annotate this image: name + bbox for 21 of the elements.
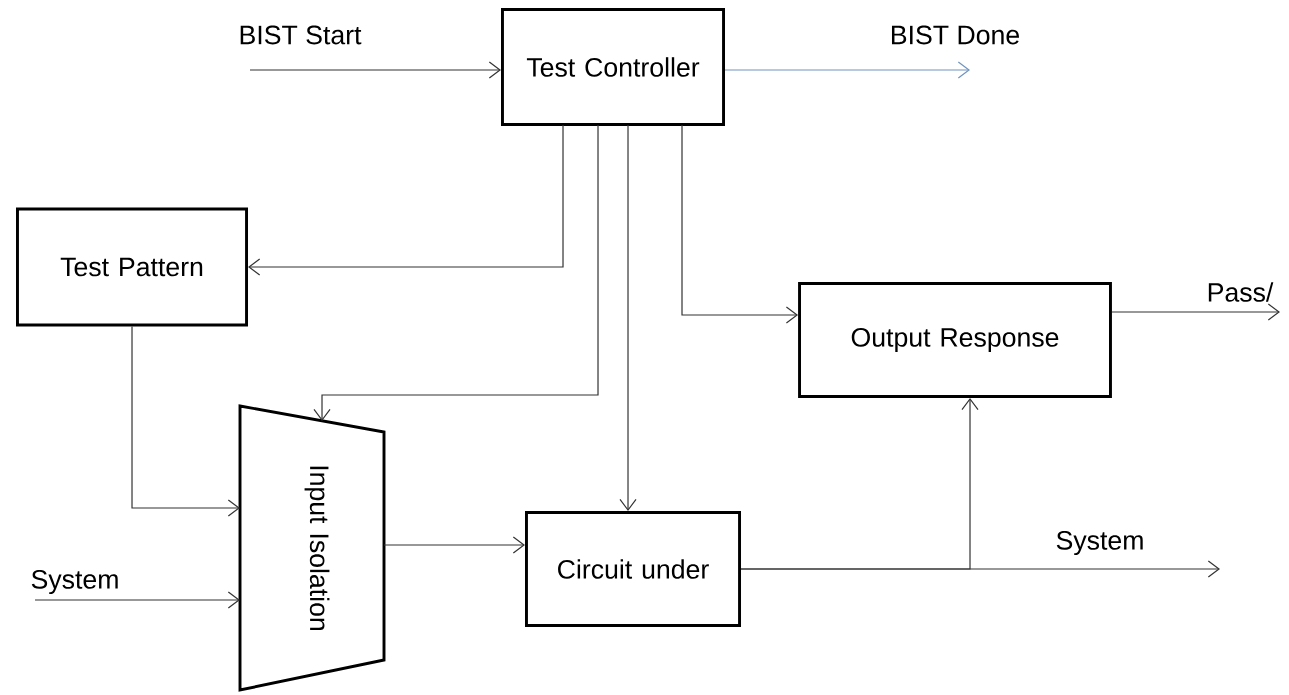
arrow — [383, 536, 525, 554]
arrow — [131, 325, 240, 517]
arrow — [1111, 303, 1280, 321]
arrow — [249, 61, 501, 79]
arrow — [248, 124, 564, 276]
arrow — [681, 124, 799, 324]
process-box: Test Controller — [501, 8, 725, 126]
isolation-trapezoid: Input Isolation — [238, 404, 386, 692]
arrow — [724, 61, 970, 79]
arrow — [313, 124, 599, 421]
process-box: Test Pattern — [16, 207, 248, 327]
edge-label: Pass/ — [1208, 282, 1274, 302]
edge-label: System — [1056, 530, 1143, 556]
process-box: Circuit under — [525, 511, 741, 627]
process-box: Output Response — [798, 282, 1112, 398]
edge-label: BIST Start — [240, 25, 362, 45]
arrow — [34, 591, 240, 609]
edge-label: BIST Done — [892, 25, 1019, 45]
edge-label: System — [31, 569, 118, 595]
arrow — [740, 560, 1220, 578]
arrow — [619, 124, 637, 511]
